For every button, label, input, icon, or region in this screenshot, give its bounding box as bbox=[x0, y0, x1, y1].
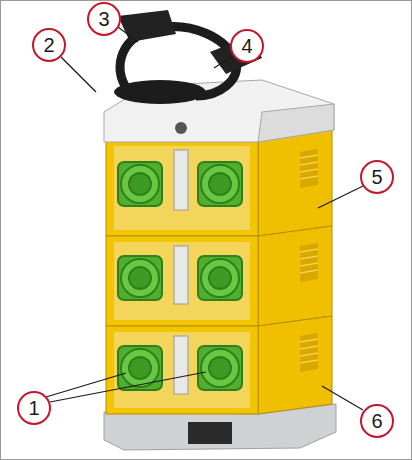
callout-number: 4 bbox=[241, 36, 252, 56]
callout-number: 3 bbox=[98, 9, 109, 29]
callout-circle: 5 bbox=[360, 160, 394, 194]
callout-number: 6 bbox=[371, 411, 382, 431]
callout-circle: 6 bbox=[360, 404, 394, 438]
callout-circle: 1 bbox=[17, 391, 51, 425]
callout-number: 5 bbox=[371, 167, 382, 187]
callout-number: 2 bbox=[43, 35, 54, 55]
callout-number: 1 bbox=[28, 398, 39, 418]
callout-circle: 2 bbox=[32, 28, 66, 62]
callout-circle: 4 bbox=[230, 29, 264, 63]
callout-circle: 3 bbox=[87, 2, 121, 36]
